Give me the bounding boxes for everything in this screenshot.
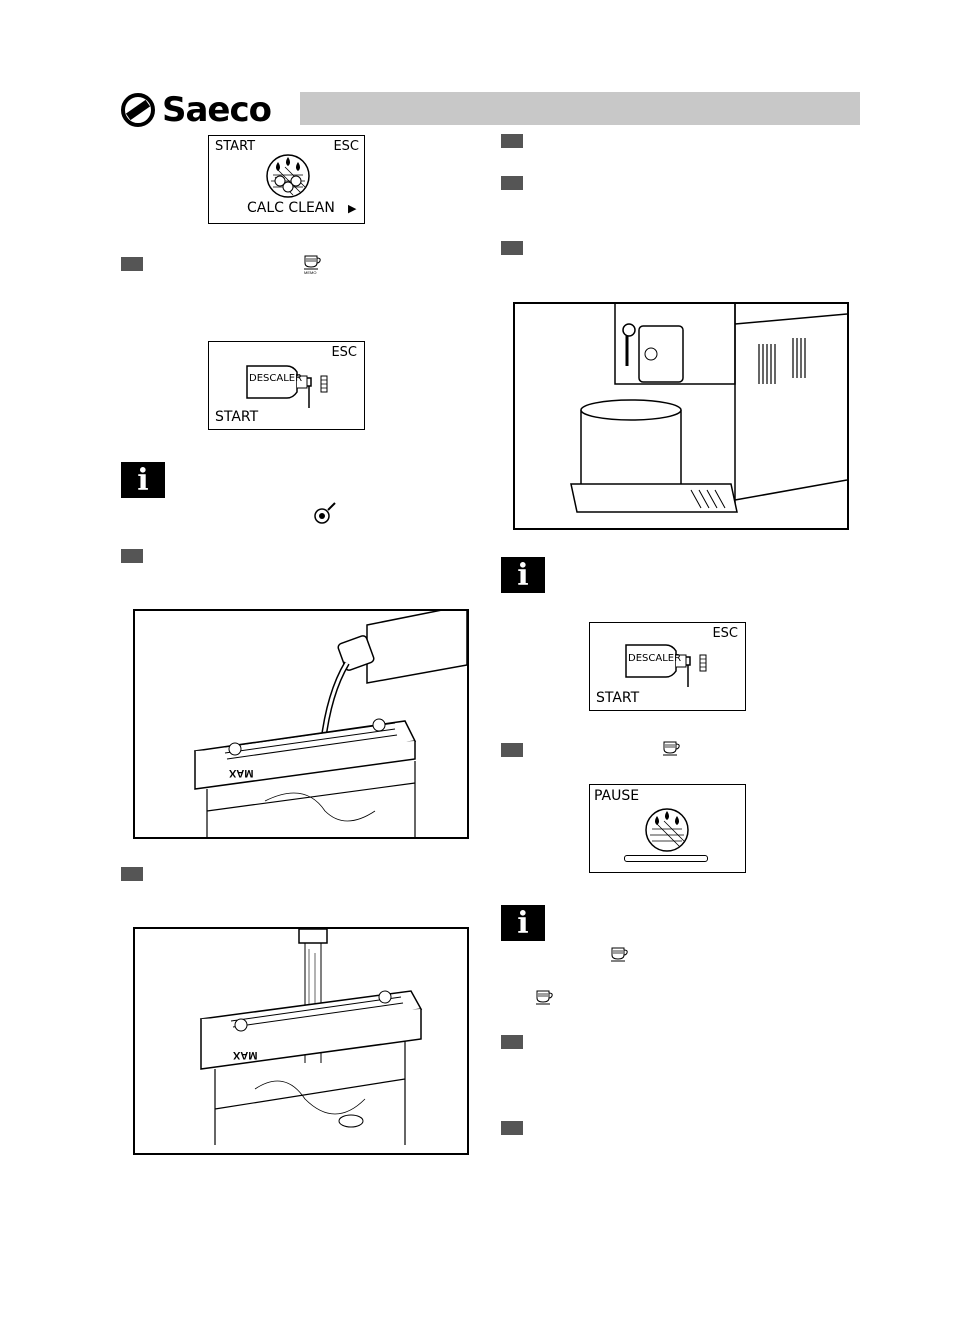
lcd-calc-clean-label: CALC CLEAN: [247, 200, 335, 216]
step-marker: [501, 134, 523, 148]
step-marker: [501, 1121, 523, 1135]
pour-descaler-illustration: MAX: [133, 609, 469, 839]
progress-bar: [624, 855, 708, 862]
memo-cup-icon: [304, 255, 321, 270]
descaler-bottle-icon: [625, 644, 707, 687]
step-marker: [501, 176, 523, 190]
step-marker: [121, 257, 143, 271]
step-marker: [501, 1035, 523, 1049]
info-icon: i: [501, 905, 545, 941]
lcd-start-label: START: [596, 690, 640, 706]
lcd-descaler: ESC DESCALER START: [208, 341, 365, 430]
coffee-machine-drawing: [570, 304, 847, 513]
lcd-descaler: ESC DESCALER START: [589, 622, 746, 711]
lcd-esc-label: ESC: [712, 626, 738, 641]
descaler-bottle-label: DESCALER: [628, 653, 682, 664]
lcd-esc-label: ESC: [333, 139, 359, 154]
fill-water-illustration: MAX: [133, 927, 469, 1155]
step-marker: [501, 241, 523, 255]
tank-under-tap-drawing: [199, 929, 423, 1145]
descaler-bottle-icon: [246, 365, 328, 408]
descaler-bottle-label: DESCALER: [249, 373, 303, 384]
lcd-start-label: START: [215, 139, 256, 154]
lcd-start-label: START: [215, 409, 259, 425]
lcd-esc-label: ESC: [331, 345, 357, 360]
memo-cup-icon: [536, 990, 553, 1005]
saeco-logo: Saeco: [120, 88, 300, 132]
descale-valve-icon: [314, 502, 336, 524]
step-marker: [501, 743, 523, 757]
header-bar: [300, 92, 860, 125]
lcd-pause: PAUSE: [589, 784, 746, 873]
memo-cup-icon: [663, 741, 680, 756]
tank-max-label: MAX: [233, 1049, 258, 1061]
tank-max-label: MAX: [229, 767, 254, 779]
step-marker: [121, 549, 143, 563]
lcd-calc-clean: START ESC CALC CLEAN ▶: [208, 135, 365, 224]
saeco-logo-icon: [121, 93, 155, 127]
machine-container-illustration: [513, 302, 849, 530]
tank-with-bottle-drawing: [193, 611, 467, 837]
step-marker: [121, 867, 143, 881]
memo-label: MEMO: [304, 270, 317, 275]
brand-name: Saeco: [162, 90, 272, 130]
memo-cup-icon: [611, 947, 628, 962]
descale-drops-icon: [645, 808, 689, 852]
lcd-pause-label: PAUSE: [594, 788, 640, 804]
arrow-right-icon: ▶: [348, 202, 357, 215]
descale-drops-icon: [266, 154, 310, 198]
info-icon: i: [501, 557, 545, 593]
info-icon: i: [121, 462, 165, 498]
